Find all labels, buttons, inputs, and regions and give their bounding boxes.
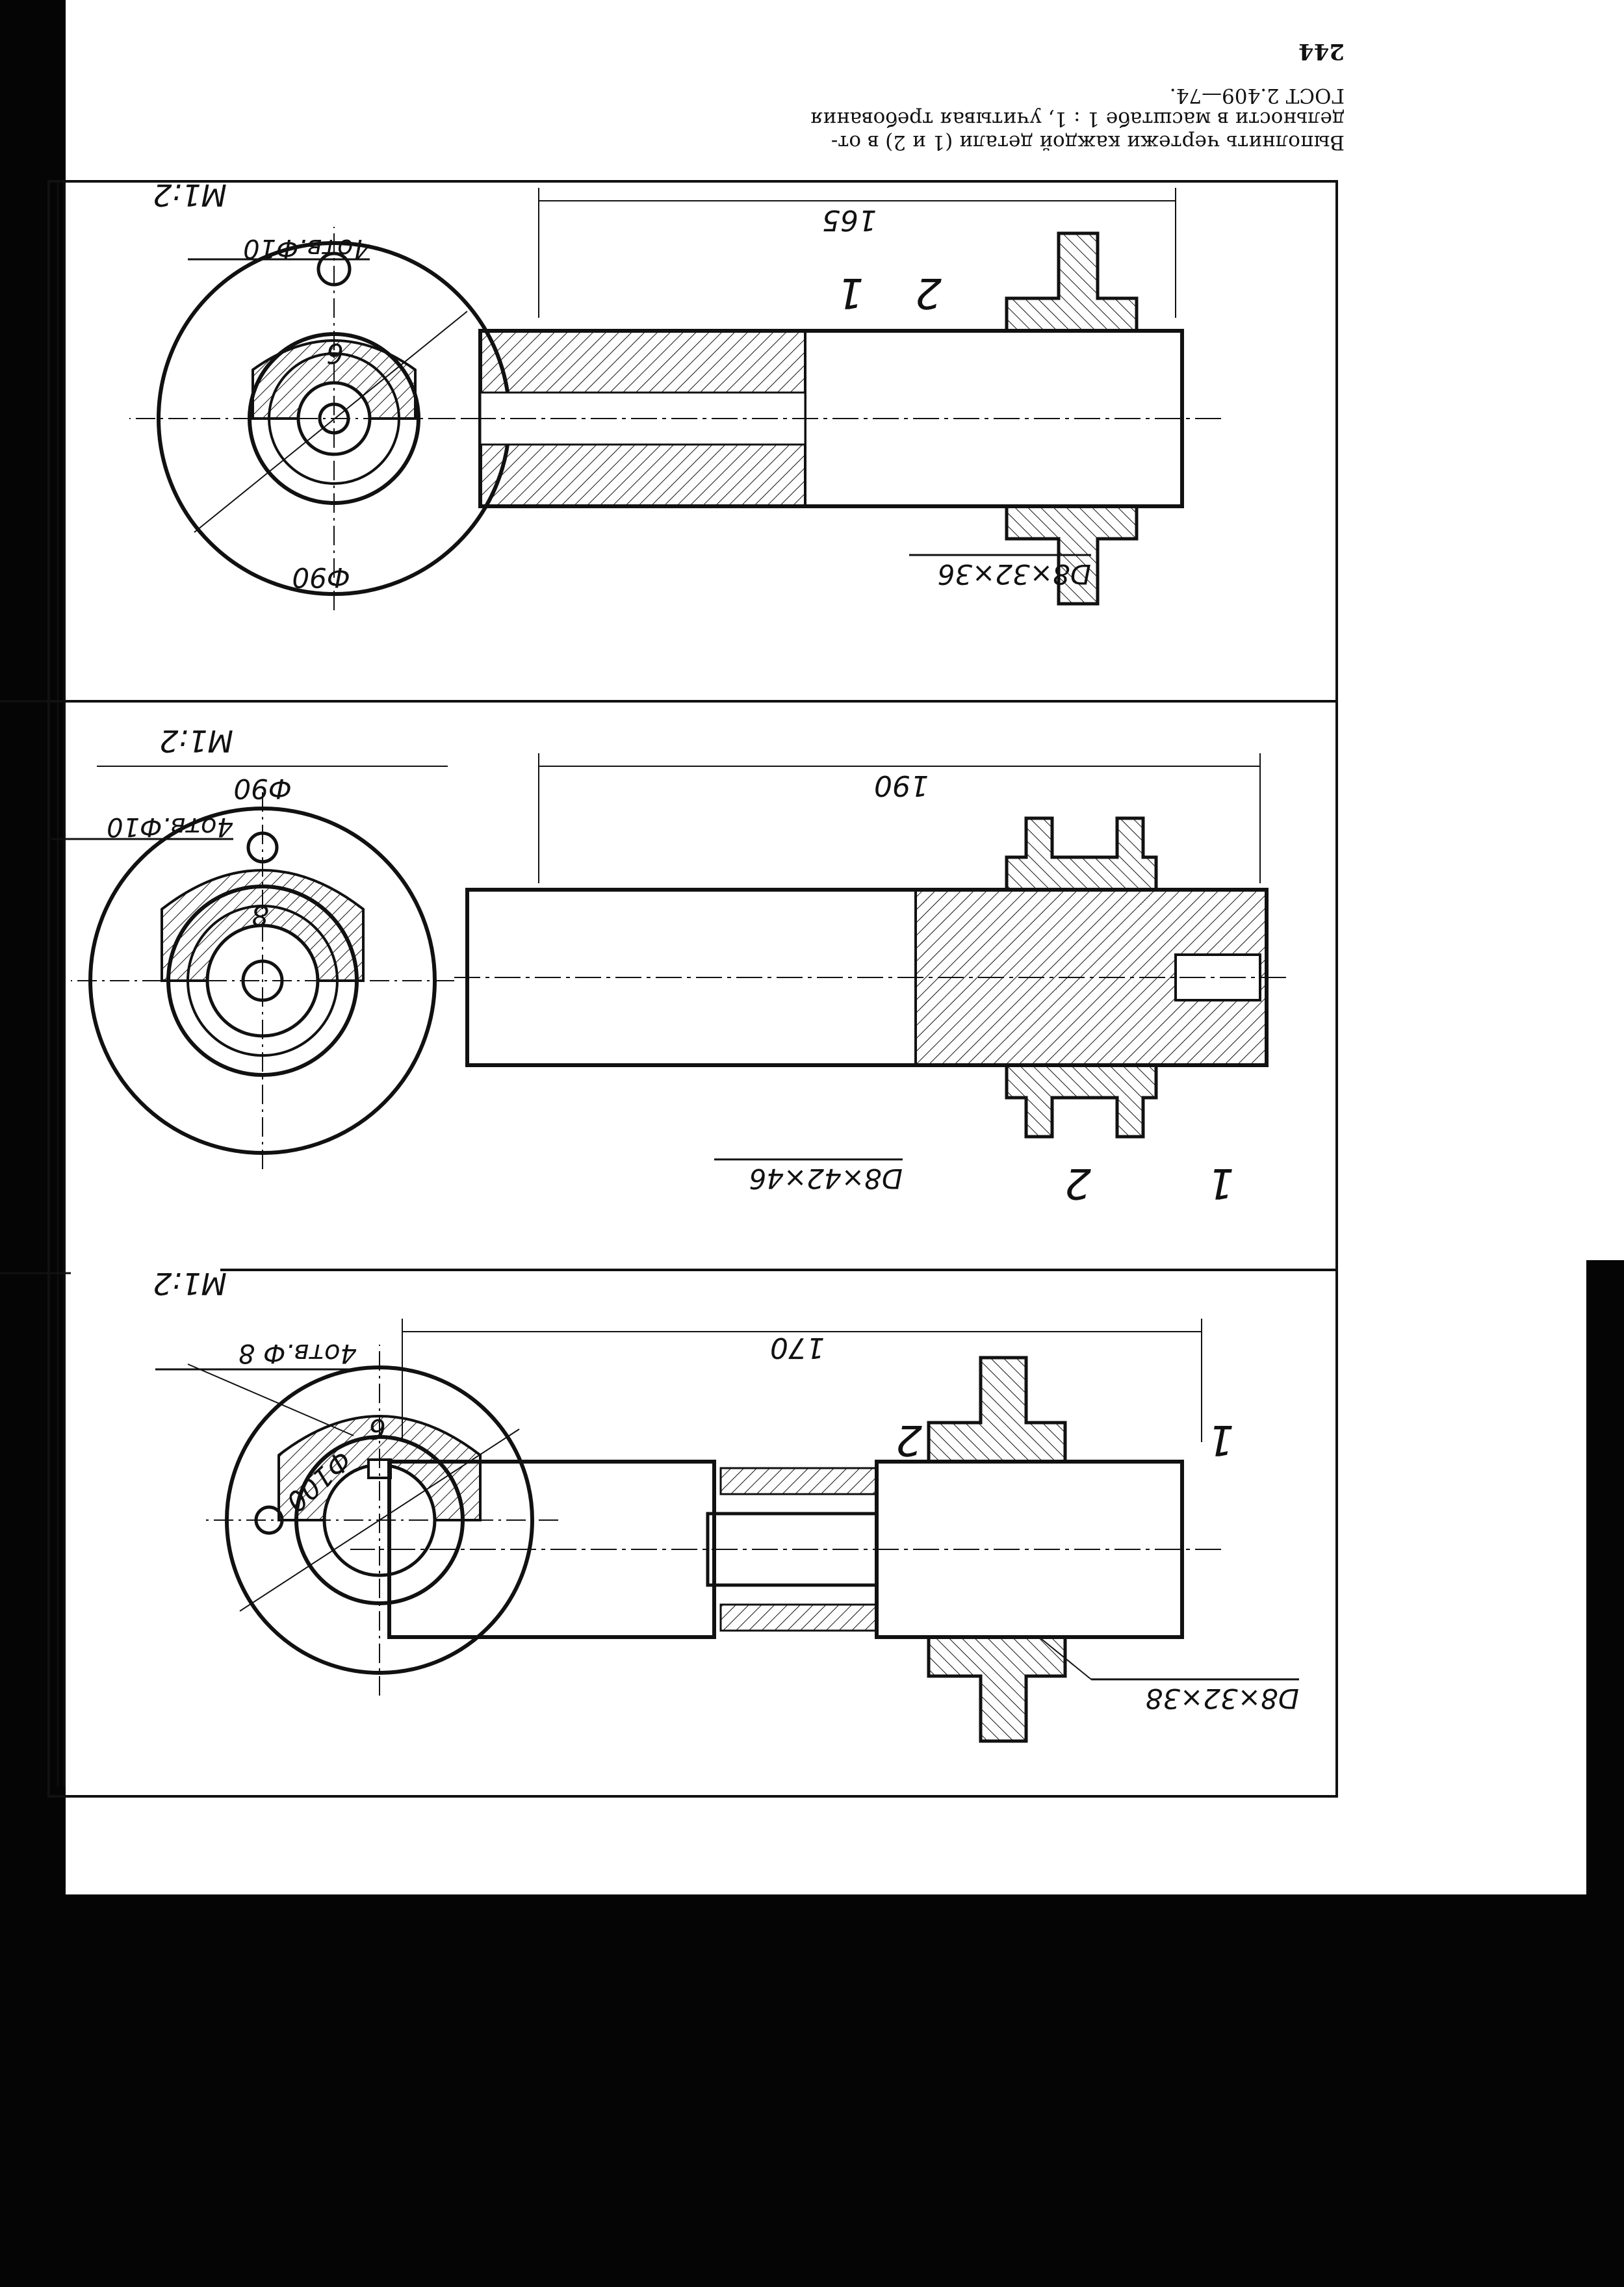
page-number: 244 <box>1298 38 1345 64</box>
figure-3-part-1: 1 <box>837 268 864 317</box>
figure-1-width: 6 <box>368 1413 386 1445</box>
task-text: Выполнить чертежи каждой детали (1 и 2) … <box>292 84 1345 154</box>
figure-2-holes: 4отв.Ф10 <box>107 812 233 842</box>
figure-2-diameter: Ф90 <box>233 773 292 805</box>
scan-margin-bottom <box>0 1894 1624 2287</box>
figure-3-part-2: 2 <box>915 268 942 317</box>
figure-2: Ф90 8 4отв.Ф10 190 D8×42×46 2 1 М1:2 <box>51 723 1286 1207</box>
figure-2-length: 190 <box>874 769 929 802</box>
task-line-3: ГОСТ 2.409—74. <box>1169 84 1345 107</box>
scan-margin-left <box>0 0 66 1910</box>
figure-1-part-2: 2 <box>896 1415 922 1464</box>
figure-2-part-1: 1 <box>1207 1159 1234 1207</box>
figure-2-part-2: 2 <box>1064 1159 1091 1207</box>
figure-1-part-1: 1 <box>1207 1415 1234 1464</box>
figure-1-spline: D8×32×38 <box>1146 1683 1299 1714</box>
figure-2-end-view: Ф90 8 4отв.Ф10 <box>51 766 454 1169</box>
figure-1-scale: М1:2 <box>153 1266 227 1301</box>
figure-2-scale: М1:2 <box>159 723 233 758</box>
task-line-1: Выполнить чертежи каждой детали (1 и 2) … <box>831 131 1345 154</box>
figure-1-end-view: Ф100 6 4отв.Ф 8 <box>155 1338 558 1696</box>
figure-3-scale: М1:2 <box>153 177 227 213</box>
figure-2-section-view: 190 D8×42×46 2 1 М1:2 <box>159 723 1286 1207</box>
figure-3-spline: D8×32×36 <box>938 558 1091 590</box>
scan-margin-edge <box>1586 1260 1624 1910</box>
figure-3-diameter: Ф90 <box>292 562 350 593</box>
figure-3: Ф90 6 4отв.Ф10 165 D8×32×36 2 1 М1:2 <box>129 177 1221 610</box>
figure-1-length: 170 <box>770 1331 825 1364</box>
figure-2-width: 8 <box>251 899 269 931</box>
figure-3-end-view: Ф90 6 4отв.Ф10 <box>129 227 545 610</box>
drawing-frame <box>47 180 1338 1798</box>
figure-3-length: 165 <box>822 203 877 237</box>
figure-2-spline: D8×42×46 <box>749 1163 903 1195</box>
figure-1-holes: 4отв.Ф 8 <box>238 1338 357 1368</box>
figure-3-width: 6 <box>326 337 344 369</box>
figure-1-section-view: 170 D8×32×38 2 1 М1:2 <box>153 1266 1299 1743</box>
figure-3-holes: 4отв.Ф10 <box>243 233 370 263</box>
task-line-2: дельности в масштабе 1 : 1, учитывая тре… <box>810 107 1345 131</box>
figure-3-section-view: 165 D8×32×36 2 1 М1:2 <box>153 177 1221 606</box>
figure-1: Ф100 6 4отв.Ф 8 170 D8×32×38 2 1 М1:2 <box>153 1266 1299 1743</box>
